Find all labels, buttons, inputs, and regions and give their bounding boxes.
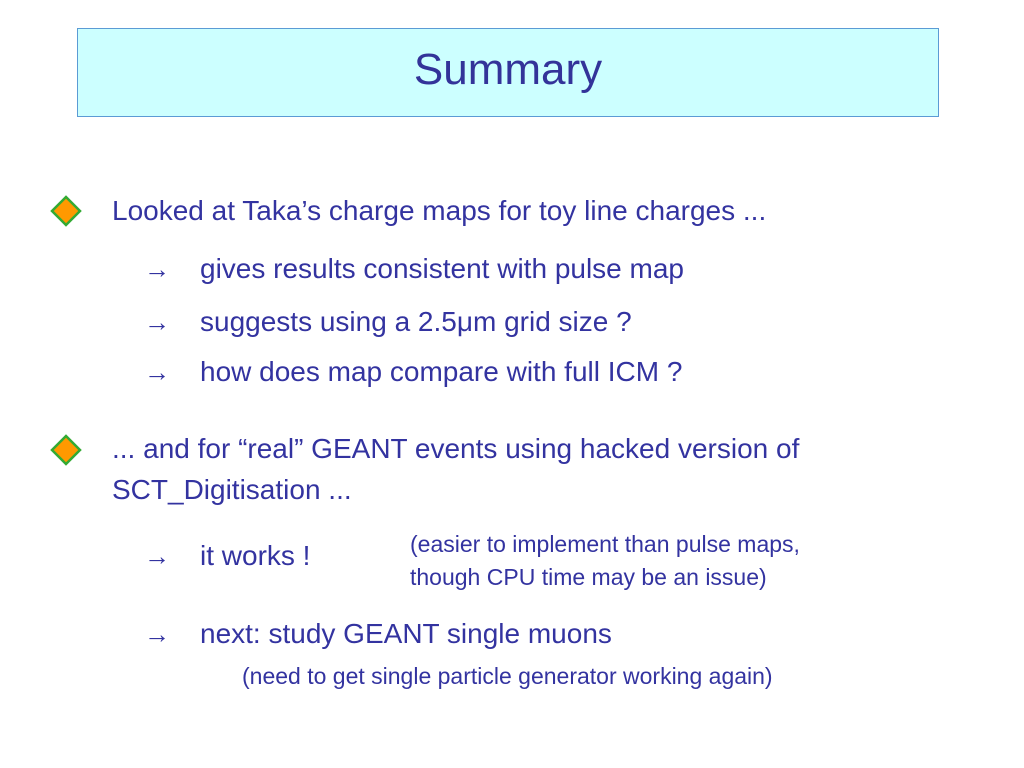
right-arrow-icon: → xyxy=(144,254,170,284)
bullet-1-text: Looked at Taka’s charge maps for toy lin… xyxy=(112,195,767,226)
note-easier-line-1: (easier to implement than pulse maps, xyxy=(410,531,800,557)
note-generator: (need to get single particle generator w… xyxy=(242,663,773,689)
diamond-bullet-icon xyxy=(50,195,82,227)
bullet-2-line-2: SCT_Digitisation ... xyxy=(112,474,352,505)
sub-item-next: next: study GEANT single muons xyxy=(200,618,612,649)
sub-item-2: suggests using a 2.5μm grid size ? xyxy=(200,306,632,337)
right-arrow-icon: → xyxy=(144,619,170,649)
right-arrow-icon: → xyxy=(144,357,170,387)
title-box: Summary xyxy=(77,28,939,117)
sub-item-it-works: it works ! xyxy=(200,540,311,571)
sub-item-3: how does map compare with full ICM ? xyxy=(200,356,683,387)
sub-item-1: gives results consistent with pulse map xyxy=(200,253,684,284)
right-arrow-icon: → xyxy=(144,307,170,337)
diamond-bullet-icon xyxy=(50,434,82,466)
right-arrow-icon: → xyxy=(144,541,170,571)
slide-title: Summary xyxy=(413,44,603,94)
bullet-2-line-1: ... and for “real” GEANT events using ha… xyxy=(112,433,800,464)
note-easier-line-2: though CPU time may be an issue) xyxy=(410,564,767,590)
